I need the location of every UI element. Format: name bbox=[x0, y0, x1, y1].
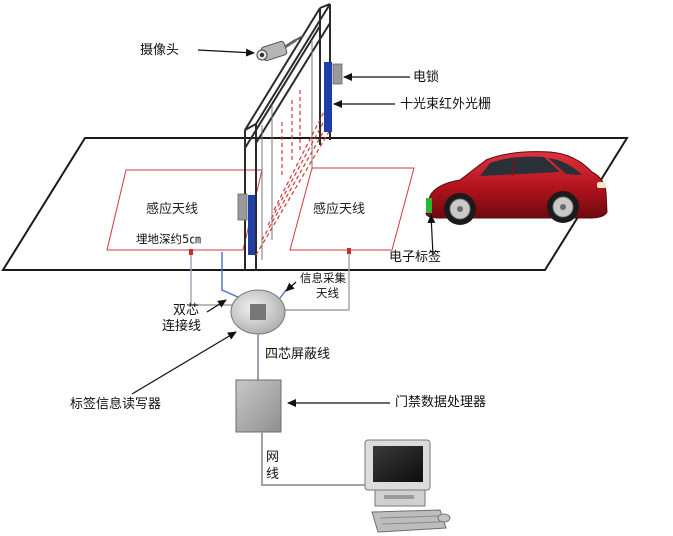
camera-icon bbox=[256, 35, 304, 62]
electric-lock bbox=[332, 63, 343, 85]
electric-lock-label: 电锁 bbox=[413, 70, 440, 85]
twin-core-label-1: 双芯 bbox=[173, 303, 200, 318]
leader-arrows bbox=[131, 48, 436, 407]
access-processor-label: 门禁数据处理器 bbox=[395, 395, 487, 410]
ir-light-curtain-top bbox=[324, 62, 332, 132]
access-processor-icon bbox=[235, 379, 282, 433]
camera-label: 摄像头 bbox=[140, 43, 180, 58]
info-collect-label-1: 信息采集 bbox=[300, 271, 346, 285]
loop-terminal-left bbox=[189, 249, 193, 255]
four-core-shield-label: 四芯屏蔽线 bbox=[265, 347, 331, 362]
computer-icon bbox=[364, 439, 451, 533]
car-icon bbox=[425, 151, 608, 225]
ir-light-curtain-label: 十光束红外光栅 bbox=[400, 97, 492, 112]
antenna-right-label: 感应天线 bbox=[313, 202, 366, 217]
electronic-tag-icon bbox=[426, 198, 432, 213]
burial-depth-label: 埋地深约5㎝ bbox=[136, 232, 201, 246]
antenna-left-label: 感应天线 bbox=[146, 202, 199, 217]
network-label-2: 线 bbox=[266, 467, 280, 482]
electric-lock-lower bbox=[237, 193, 248, 221]
antenna-loop-left bbox=[106, 169, 263, 251]
loop-terminal-right bbox=[347, 248, 351, 254]
tag-reader-label: 标签信息读写器 bbox=[70, 397, 162, 412]
ir-light-curtain-bottom bbox=[248, 195, 255, 255]
ir-beams bbox=[255, 90, 331, 256]
network-cable bbox=[261, 432, 372, 486]
tag-reader-icon bbox=[230, 289, 286, 335]
network-label-1: 网 bbox=[266, 450, 280, 465]
electronic-tag-label: 电子标签 bbox=[389, 250, 442, 265]
antenna-loop-right bbox=[289, 167, 415, 251]
info-collect-label-2: 天线 bbox=[316, 286, 339, 300]
twin-core-label-2: 连接线 bbox=[162, 319, 202, 334]
